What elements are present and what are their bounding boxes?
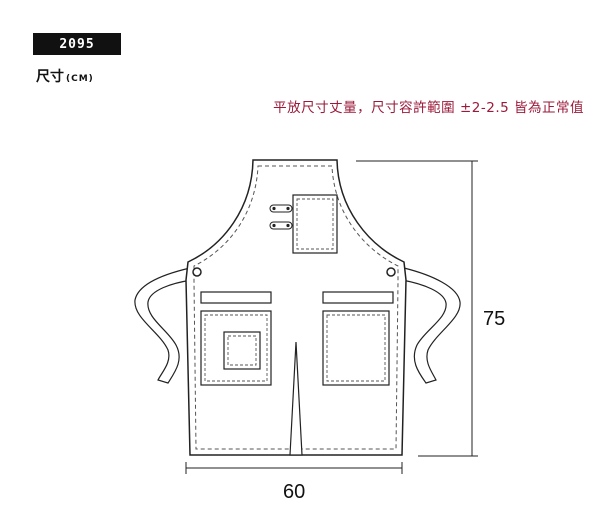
left-pocket-flap: [200, 291, 272, 304]
width-value: 60: [283, 481, 305, 503]
left-inner-pocket: [223, 331, 261, 370]
product-code-badge: 2095: [33, 33, 121, 55]
left-waist-strap: [134, 267, 193, 384]
size-heading: 尺寸(CM): [36, 66, 94, 86]
right-lower-pocket-stitch: [326, 314, 386, 382]
center-slit: [289, 341, 303, 456]
right-lower-pocket: [322, 310, 390, 386]
width-dimension: [185, 462, 403, 474]
left-grommet: [192, 267, 202, 277]
height-value: 75: [483, 308, 505, 330]
pen-loop-top: [269, 204, 293, 213]
right-grommet: [386, 267, 396, 277]
left-lower-pocket-stitch: [204, 314, 268, 382]
apron-stitching: [193, 165, 399, 450]
measurement-tolerance-note: 平放尺寸丈量，尺寸容許範圍 ±2-2.5 皆為正常值: [273, 100, 584, 116]
height-dimension: [356, 160, 478, 457]
pen-loop-bottom: [269, 221, 293, 230]
chest-pocket: [292, 194, 338, 254]
right-waist-strap: [401, 267, 461, 384]
size-label: 尺寸: [36, 69, 64, 85]
left-inner-pocket-stitch: [227, 335, 257, 366]
right-pocket-flap: [322, 291, 394, 304]
chest-pocket-stitch: [296, 198, 334, 250]
size-unit: (CM): [66, 74, 94, 84]
